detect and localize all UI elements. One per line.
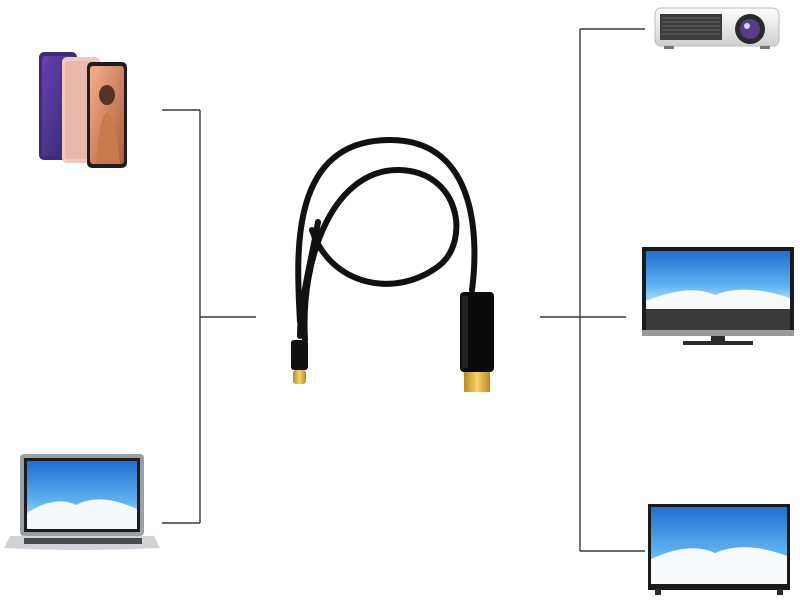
projector-icon	[654, 7, 780, 49]
laptop-icon	[4, 454, 160, 550]
television-icon	[648, 504, 790, 595]
smartphones-icon	[39, 52, 127, 168]
usb-c-housing	[291, 340, 308, 370]
cable-loop-outer	[295, 136, 478, 325]
monitor-icon	[642, 247, 794, 345]
usb-c-plug	[293, 370, 306, 384]
displayport-plug	[464, 372, 490, 392]
cable-loop-inner	[301, 166, 460, 343]
connector-lines	[162, 28, 645, 552]
displayport-housing	[460, 292, 494, 372]
cable-icon	[291, 136, 494, 392]
